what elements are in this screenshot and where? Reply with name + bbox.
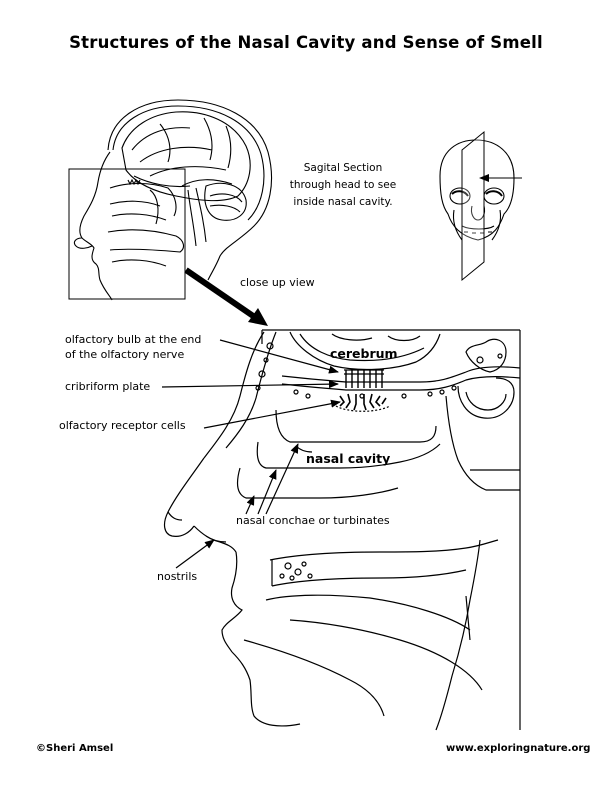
sagittal-head-drawing [73,99,273,301]
footer-website: www.exploringnature.org [446,743,591,754]
close-up-arrow-shaft [184,267,264,325]
caption-line-3: inside nasal cavity. [293,196,393,208]
olfactory-bulb-arrow [219,339,339,374]
label-arrows [161,339,341,569]
cribriform-plate-arrow [161,380,339,389]
label-cerebrum: cerebrum [330,346,398,361]
caption-line-1: Sagital Section [303,162,383,174]
label-olfactory-bulb-2: of the olfactory nerve [65,348,185,361]
nostrils-arrow [175,539,215,569]
label-olfactory-receptor-cells: olfactory receptor cells [59,419,186,432]
conchae-arrow-2 [257,469,277,515]
caption-line-2: through head to see [289,179,397,191]
conchae-arrow-1 [245,495,255,515]
label-olfactory-bulb-1: olfactory bulb at the end [65,333,202,346]
conchae-arrow-3 [265,443,299,515]
close-up-arrow-head [248,308,268,326]
nasal-cavity-closeup-drawing [163,329,521,731]
footer-copyright: ©Sheri Amsel [36,743,114,754]
label-close-up-view: close up view [240,276,315,289]
page-title: Structures of the Nasal Cavity and Sense… [69,33,543,52]
label-nasal-conchae: nasal conchae or turbinates [236,514,390,527]
sagittal-plane [461,130,485,282]
label-nasal-cavity: nasal cavity [306,451,391,466]
sagittal-caption: Sagital Section through head to see insi… [276,160,410,211]
label-cribriform-plate: cribriform plate [65,380,151,393]
close-up-box [68,168,186,300]
receptor-cells-arrow [203,399,341,429]
label-nostrils: nostrils [157,570,198,583]
